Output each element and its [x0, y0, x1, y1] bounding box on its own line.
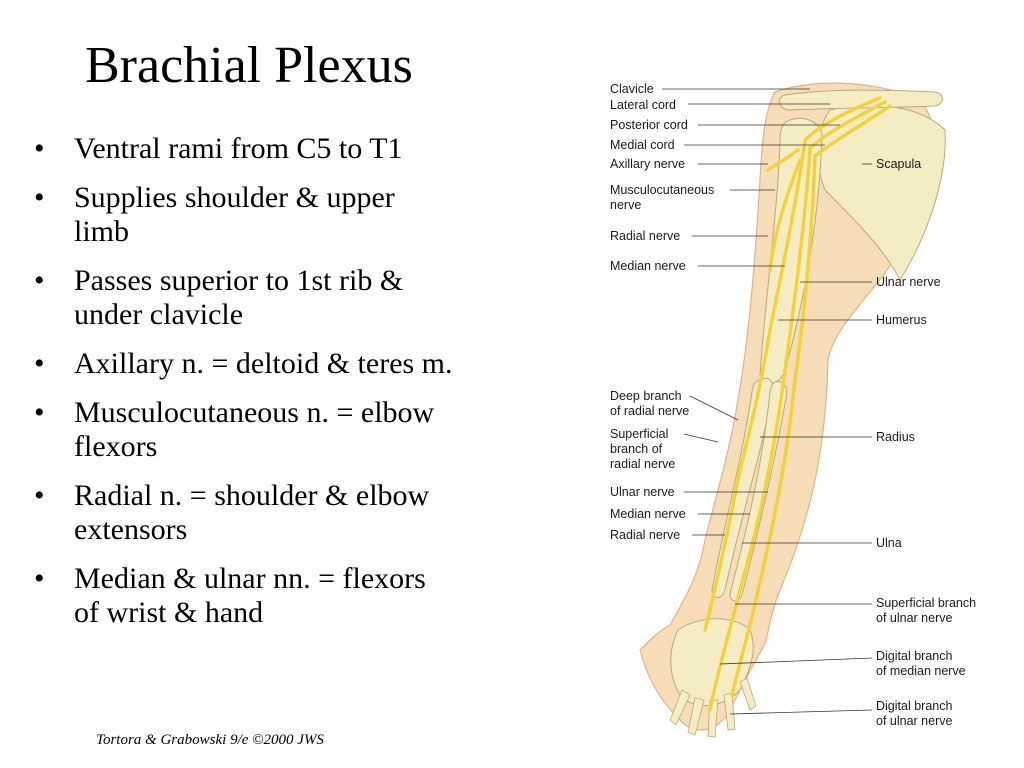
- label-clavicle: Clavicle: [610, 82, 654, 97]
- median-nerve-path: [708, 148, 812, 712]
- label-scapula: Scapula: [876, 157, 921, 172]
- bullet-text: of wrist & hand: [74, 596, 264, 629]
- right-leader-lines: [719, 163, 873, 715]
- bullet-dot: •: [34, 479, 45, 512]
- label-radius: Radius: [876, 430, 915, 445]
- bullet-text: limb: [74, 215, 130, 248]
- nerve-paths: [703, 96, 892, 712]
- left-leader-lines: [662, 88, 840, 536]
- bullet-list: • Ventral rami from C5 to T1 • Supplies sho…: [28, 132, 588, 645]
- label-line: Axillary nerve: [610, 157, 686, 171]
- label-radial-nerve-lower: Radial nerve: [610, 528, 680, 543]
- label-ulnar-nerve-upper: Ulnar nerve: [876, 275, 941, 290]
- label-line: of ulnar nerve: [876, 611, 953, 625]
- label-line: Median nerve: [610, 507, 686, 521]
- label-line: Deep branch: [610, 389, 682, 403]
- hand-bones: [670, 618, 754, 707]
- brachial-plexus-trunks: [803, 96, 882, 142]
- label-lateral-cord: Lateral cord: [610, 98, 676, 113]
- label-line: of median nerve: [876, 664, 966, 678]
- bullet-text: Musculocutaneous n. = elbow: [74, 396, 435, 429]
- clavicle-bone: [778, 89, 943, 111]
- label-median-nerve-lower: Median nerve: [610, 507, 686, 522]
- label-line: Digital branch: [876, 699, 953, 713]
- label-ulnar-nerve-lower: Ulnar nerve: [610, 485, 675, 500]
- label-line: Superficial: [610, 427, 669, 441]
- label-line: Ulnar nerve: [610, 485, 675, 499]
- bullet-dot: •: [34, 347, 45, 380]
- brachial-plexus-trunks-2: [808, 100, 887, 150]
- bullet-item: • Ventral rami from C5 to T1: [28, 132, 588, 166]
- musculocutaneous-nerve-path: [768, 158, 802, 272]
- label-line: Ulna: [876, 536, 902, 550]
- label-line: branch of: [610, 442, 663, 456]
- bullet-text: under clavicle: [74, 298, 244, 331]
- citation: Tortora & Grabowski 9/e ©2000 JWS: [96, 732, 324, 748]
- label-line: Digital branch: [876, 649, 953, 663]
- bullet-dot: •: [34, 264, 45, 297]
- bullet-item: • Passes superior to 1st rib &under clavi…: [28, 264, 588, 332]
- label-radial-nerve-upper: Radial nerve: [610, 229, 680, 244]
- label-medial-cord: Medial cord: [610, 138, 675, 153]
- bullet-dot: •: [34, 132, 45, 165]
- slide-title: Brachial Plexus: [85, 37, 413, 94]
- label-line: radial nerve: [610, 457, 676, 471]
- bullet-text: Median & ulnar nn. = flexors: [74, 562, 426, 595]
- bullet-dot: •: [34, 396, 45, 429]
- ulnar-nerve-path: [730, 156, 817, 697]
- bullet-text: flexors: [74, 430, 158, 463]
- label-line: Median nerve: [610, 259, 686, 273]
- bullet-item: • Axillary n. = deltoid & teres m.: [28, 347, 588, 381]
- label-line: Medial cord: [610, 138, 675, 152]
- ulna-bone: [729, 381, 788, 602]
- label-ulna: Ulna: [876, 536, 902, 551]
- label-line: of ulnar nerve: [876, 714, 953, 728]
- label-line: nerve: [610, 198, 642, 212]
- label-line: Musculocutaneous: [610, 183, 715, 197]
- label-line: Clavicle: [610, 82, 654, 96]
- label-line: Ulnar nerve: [876, 275, 941, 289]
- label-line: Lateral cord: [610, 98, 677, 112]
- label-line: Scapula: [876, 157, 922, 171]
- label-axillary-nerve: Axillary nerve: [610, 157, 685, 172]
- label-humerus: Humerus: [876, 313, 927, 328]
- bullet-text: Axillary n. = deltoid & teres m.: [74, 347, 453, 380]
- label-line: Radial nerve: [610, 229, 681, 243]
- brachial-plexus-trunks-3: [813, 104, 892, 158]
- label-line: Superficial branch: [876, 596, 977, 610]
- bullet-text: extensors: [74, 513, 188, 546]
- bullet-dot: •: [34, 562, 45, 595]
- label-line: of radial nerve: [610, 404, 690, 418]
- bullet-text: Radial n. = shoulder & elbow: [74, 479, 430, 512]
- label-line: Radial nerve: [610, 528, 681, 542]
- label-median-nerve-upper: Median nerve: [610, 259, 686, 274]
- label-line: Posterior cord: [610, 118, 688, 132]
- label-line: Radius: [876, 430, 915, 444]
- bullet-text: Supplies shoulder & upper: [74, 181, 395, 214]
- arm-illustration: [639, 82, 946, 738]
- radial-nerve-path: [703, 140, 807, 632]
- bullet-text: Ventral rami from C5 to T1: [74, 132, 403, 165]
- bullet-dot: •: [34, 181, 45, 214]
- axillary-nerve-path: [766, 148, 800, 172]
- bullet-text: Passes superior to 1st rib &: [74, 264, 404, 297]
- label-line: Humerus: [876, 313, 927, 327]
- label-posterior-cord: Posterior cord: [610, 118, 688, 133]
